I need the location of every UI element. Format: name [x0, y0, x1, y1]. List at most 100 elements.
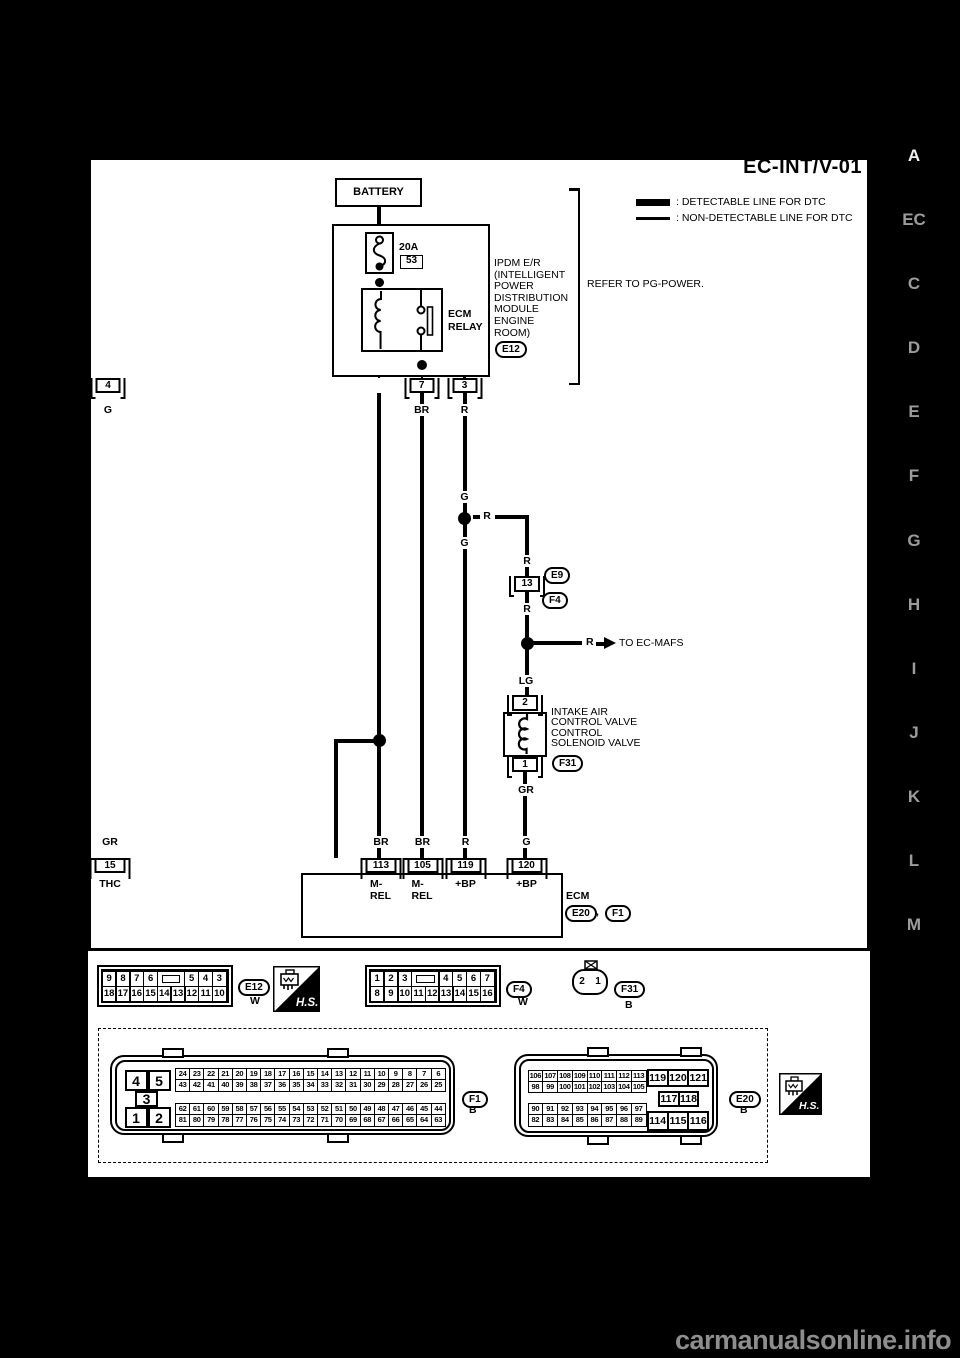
watermark-link[interactable]: carmanualsonline.info — [675, 1325, 952, 1355]
wire-g — [462, 393, 467, 858]
connector-cell: 3 — [211, 971, 227, 987]
pin-cell: 105 — [630, 1080, 647, 1094]
wire-br — [377, 393, 381, 858]
pin-cell: 36 — [274, 1079, 290, 1092]
wire-color-label: R — [521, 603, 533, 615]
refer-note: REFER TO PG-POWER. — [587, 278, 704, 290]
wire-color-label: GR — [516, 784, 536, 796]
connector-cell: 10 — [211, 985, 228, 1002]
pin-cell: 41 — [203, 1079, 219, 1092]
key-cell: 4 — [124, 1070, 148, 1091]
ipdm-name-line: MODULE — [494, 303, 539, 316]
pin-cell: 75 — [260, 1114, 276, 1127]
terminal-number: 7 — [404, 378, 440, 399]
index-tab: F — [908, 466, 920, 486]
key-cell: 1 — [124, 1107, 148, 1128]
solenoid-name-line: SOLENOID VALVE — [551, 737, 641, 750]
ecm-terminal: BR 105 M-REL — [401, 836, 445, 902]
hs-view-badge: H.S. — [779, 1073, 822, 1120]
key-cell: 2 — [147, 1107, 171, 1128]
index-tab: L — [908, 851, 920, 871]
pin-cell: 116 — [687, 1110, 710, 1131]
to-ec-mafs-label: TO EC-MAFS — [619, 637, 684, 649]
pin-cell: 73 — [288, 1114, 304, 1127]
pin-cell: 34 — [302, 1079, 319, 1092]
pin-cell: 39 — [231, 1079, 248, 1092]
index-tab: G — [907, 530, 921, 550]
wire-color-label: G — [520, 836, 533, 848]
pin-cell: 37 — [260, 1079, 276, 1092]
pin-cell: 67 — [373, 1114, 390, 1127]
solenoid-pin-1: 1 — [507, 756, 543, 778]
splice-dot — [372, 734, 386, 748]
wire-color-label: BR — [371, 836, 391, 848]
wire-color-label: R — [459, 836, 472, 848]
solenoid-name-line: INTAKE AIR — [551, 705, 608, 718]
solenoid-pin-2: 2 — [507, 695, 543, 716]
key-cell: 3 — [135, 1091, 158, 1107]
solenoid-box — [503, 711, 547, 757]
fuse-box — [364, 232, 394, 274]
thin-line-swatch — [636, 216, 670, 220]
connector-ref-e9: E9 — [544, 567, 571, 584]
terminal-number: 120 — [506, 858, 547, 879]
ecm-terminal: GR 15 THC — [88, 836, 132, 894]
connector-ref-e12: E12 — [238, 979, 270, 996]
wire-segment — [377, 207, 381, 225]
pin-name: +BP — [516, 878, 537, 890]
pin-cell: 79 — [203, 1114, 219, 1127]
solenoid-name-line: CONTROL VALVE — [551, 716, 638, 729]
fuse-icon — [372, 235, 386, 271]
ipdm-terminal: 3 R — [445, 378, 485, 420]
ipdm-name-line: ROOM) — [494, 326, 531, 339]
pin-cell: 83 — [542, 1114, 558, 1127]
wire-r-branch — [525, 514, 529, 577]
junction-dot — [417, 359, 428, 370]
pin-cell: 32 — [331, 1079, 347, 1092]
solenoid-coil-icon — [517, 713, 530, 754]
wiring-diagram-frame — [88, 157, 870, 951]
legend-detectable-label: : DETECTABLE LINE FOR DTC — [676, 196, 826, 208]
pin-name: THC — [99, 878, 121, 890]
wire-color-label: R — [458, 404, 471, 416]
pin-cell: 104 — [616, 1080, 632, 1094]
connector-ref-f31: F31 — [614, 981, 646, 998]
index-tab: H — [907, 594, 921, 614]
index-tab: K — [907, 786, 921, 806]
pin-cell: 33 — [317, 1079, 333, 1092]
connector-ref-f4: F4 — [542, 592, 568, 609]
diagram-title: EC-INT/V-01 — [743, 156, 862, 178]
connector-clip-icon — [584, 960, 598, 970]
inline-connector-13: 13 — [509, 575, 545, 597]
connector-ref-f1: F1 — [462, 1090, 488, 1108]
connector-ref-e12: E12 — [495, 341, 527, 358]
pin-cell: 87 — [601, 1114, 617, 1127]
pin-cell: 100 — [557, 1080, 573, 1094]
pin-cell: 117 — [658, 1091, 680, 1107]
pin-cell: 27 — [402, 1079, 418, 1092]
pin-cell: 99 — [542, 1080, 558, 1094]
pin-cell: 80 — [189, 1114, 205, 1127]
pin-name: +BP — [455, 878, 476, 890]
ecm-box — [301, 873, 563, 938]
pin-cell: 66 — [388, 1114, 404, 1127]
wire-color-label: R — [521, 555, 533, 567]
fuse-amp-label: 20A — [399, 241, 419, 253]
wire-color-label: R — [481, 510, 493, 522]
fuse-number-box: 53 — [400, 254, 423, 269]
terminal-number: 105 — [402, 858, 443, 879]
connector-ref-e20: E20 — [565, 904, 597, 922]
pin-cell: 102 — [586, 1080, 603, 1094]
ecm-terminal: BR 113 M-REL — [359, 836, 403, 902]
wire-br-branch — [333, 740, 338, 858]
pin-cell: 103 — [601, 1080, 617, 1094]
